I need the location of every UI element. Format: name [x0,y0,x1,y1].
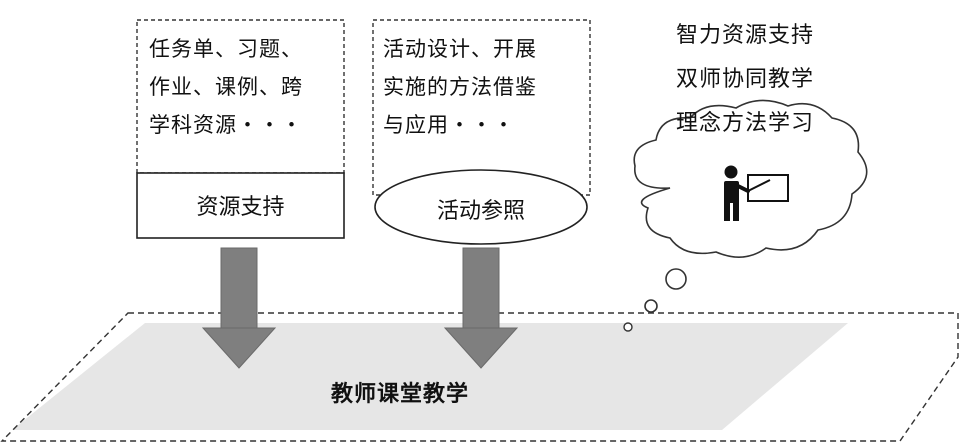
activity-item-line-1: 活动设计、开展 [383,37,537,61]
activity-box-outline [372,19,591,196]
resource-items-text: 任务单、习题、 作业、课例、跨 学科资源・・・ [149,30,303,144]
resource-support-label: 资源支持 [196,195,285,220]
activity-item-line-3: 与应用・・・ [383,113,515,137]
thought-bubble-large [665,268,687,290]
thought-text: 智力资源支持 双师协同教学 理念方法学习 [676,14,814,146]
platform-outline [0,312,959,442]
teacher-icon [724,165,789,221]
resource-label-box [136,172,345,239]
resource-box-outline [136,19,345,174]
activity-label-ellipse [374,169,588,245]
thought-bubble-medium [644,299,658,313]
resource-arrow [201,247,277,369]
classroom-teaching-label: 教师课堂教学 [330,382,469,407]
activity-reference-label: 活动参照 [436,199,525,224]
thought-line-2: 双师协同教学 [676,67,815,92]
resource-item-line-2: 作业、课例、跨 [149,75,303,99]
resource-item-line-1: 任务单、习题、 [149,37,303,61]
activity-item-line-2: 实施的方法借鉴 [383,75,537,99]
thought-line-1: 智力资源支持 [676,23,815,48]
activity-arrow [443,247,519,369]
resource-item-line-3: 学科资源・・・ [149,113,303,137]
activity-items-text: 活动设计、开展 实施的方法借鉴 与应用・・・ [383,30,537,144]
thought-bubble-small [623,322,633,332]
thought-line-3: 理念方法学习 [676,111,815,136]
platform-fill [12,323,848,430]
